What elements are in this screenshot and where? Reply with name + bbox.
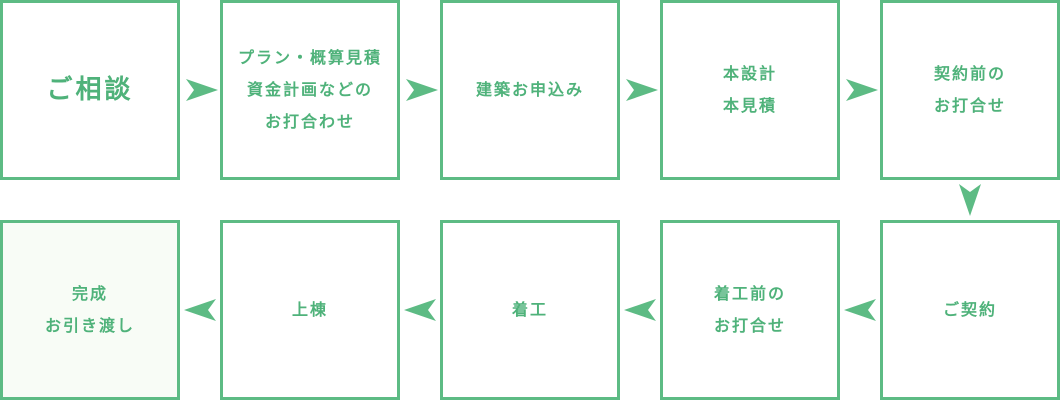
step-completion-handover: 完成 お引き渡し — [0, 220, 180, 400]
step-main-design: 本設計 本見積 — [660, 0, 840, 180]
step-label-line: ご契約 — [942, 300, 997, 319]
step-consultation: ご相談 — [0, 0, 180, 180]
arrow-right-icon — [846, 79, 878, 101]
arrow-left-icon — [624, 299, 656, 321]
step-label-line: お打合せ — [933, 96, 1006, 115]
step-pre-contract-meeting: 契約前の お打合せ — [880, 0, 1060, 180]
arrow-down-icon — [959, 184, 981, 216]
step-label-line: 着工前の — [713, 284, 786, 303]
step-label-line: お打合せ — [713, 316, 786, 335]
step-label-line: ご相談 — [46, 75, 134, 105]
step-label-line: 上棟 — [291, 300, 328, 319]
step-construction-application: 建築お申込み — [440, 0, 620, 180]
step-label-line: 本見積 — [722, 96, 777, 115]
step-contract: ご契約 — [880, 220, 1060, 400]
step-label-line: 本設計 — [722, 64, 777, 83]
step-label-line: 着工 — [511, 300, 548, 319]
step-label-line: 資金計画などの — [246, 80, 373, 99]
arrow-left-icon — [404, 299, 436, 321]
step-label-line: プラン・概算見積 — [237, 48, 382, 67]
step-framework-raising: 上棟 — [220, 220, 400, 400]
step-label-line: 契約前の — [933, 64, 1006, 83]
step-plan-estimate: プラン・概算見積 資金計画などの お打合わせ — [220, 0, 400, 180]
step-label-line: 建築お申込み — [475, 80, 584, 99]
step-label-line: お引き渡し — [44, 316, 135, 335]
arrow-right-icon — [626, 79, 658, 101]
arrow-right-icon — [406, 79, 438, 101]
arrow-right-icon — [186, 79, 218, 101]
step-label-line: お打合わせ — [264, 112, 355, 131]
step-pre-construction-meeting: 着工前の お打合せ — [660, 220, 840, 400]
step-label-line: 完成 — [71, 284, 108, 303]
arrow-left-icon — [184, 299, 216, 321]
arrow-left-icon — [844, 299, 876, 321]
step-construction-start: 着工 — [440, 220, 620, 400]
